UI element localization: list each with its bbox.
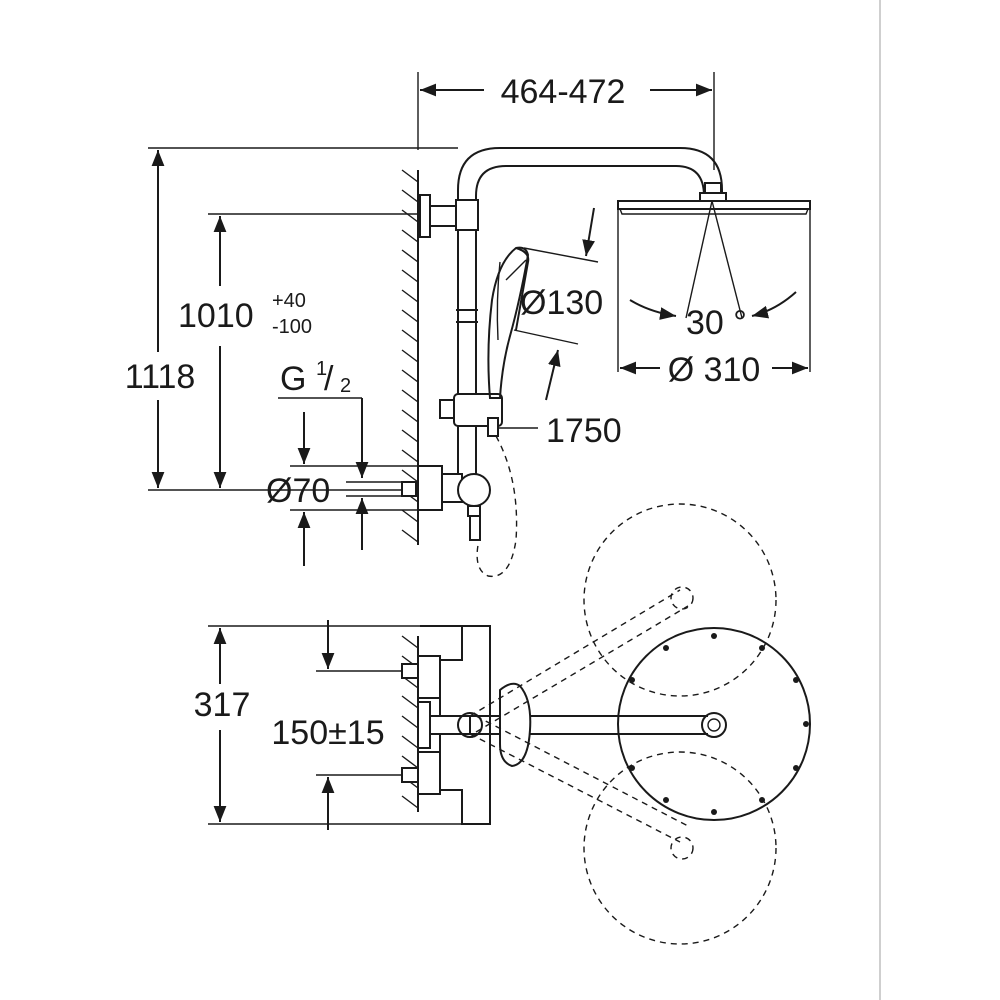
rail-tolerance-plus: +40 [272, 290, 306, 312]
spray-angle-label: 30 ° [686, 304, 747, 342]
mixer-body [401, 465, 491, 541]
dimension-rail-height: 1010 +40 -100 [178, 213, 420, 488]
dimension-hand-shower: Ø130 [513, 207, 603, 401]
hand-shower-top [499, 682, 532, 768]
top-view: 317 150±15 [194, 503, 811, 945]
head-shower-diameter-label: Ø 310 [668, 351, 761, 389]
hose [476, 435, 518, 578]
mixer-body-top [401, 625, 491, 825]
arm-length-label: 464-472 [501, 73, 626, 111]
projection-label: 317 [194, 686, 251, 724]
hose-length-label: 1750 [546, 412, 622, 450]
thread-denominator: 2 [340, 375, 351, 397]
total-height-label: 1118 [125, 358, 196, 396]
dimension-hose: 1750 [498, 412, 622, 450]
dimension-head-shower: Ø 310 [620, 351, 808, 389]
dimension-total-height: 1118 [125, 147, 458, 491]
rail-tolerance-minus: -100 [272, 316, 312, 338]
head-shower-top [617, 627, 811, 821]
thread-label: G [280, 360, 306, 398]
rail-height-label: 1010 [178, 297, 254, 335]
wall-hatching-top [401, 635, 419, 812]
dimension-arm-length: 464-472 [417, 72, 715, 170]
thread-annotation: G 1 / 2 [278, 358, 369, 478]
hand-shower-holder [439, 393, 503, 437]
wall-bracket-top [419, 194, 479, 238]
shower-arm-top [429, 712, 727, 738]
dimension-projection: 317 [194, 625, 462, 825]
hand-shower-diameter-label: Ø130 [520, 284, 603, 322]
dimension-outlet: Ø70 [266, 412, 420, 566]
thread-numerator: 1 [316, 358, 327, 380]
centres-label: 150±15 [271, 714, 384, 752]
thread-slash: / [324, 360, 334, 398]
outlet-diameter-label: Ø70 [266, 472, 330, 510]
head-shower-nozzles [629, 633, 809, 815]
side-view: 464-472 1118 1010 +40 -100 G 1 / 2 [125, 72, 811, 578]
hand-shower [487, 246, 530, 399]
dimension-centres: 150±15 [271, 620, 402, 830]
rotation-positions [469, 503, 777, 945]
head-shower [617, 200, 811, 372]
